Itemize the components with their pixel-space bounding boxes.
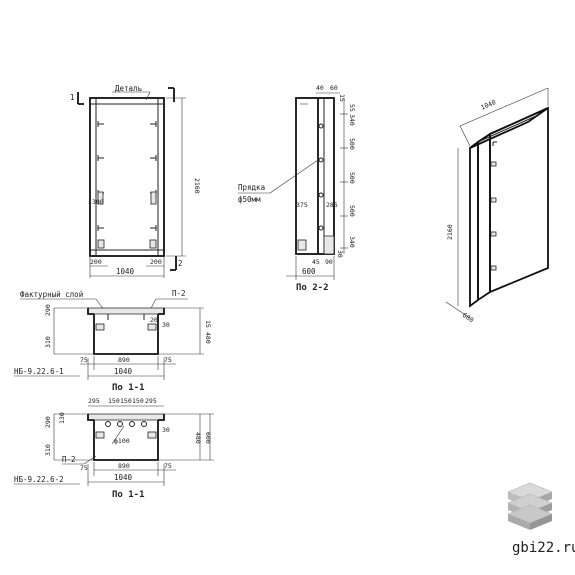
section-1: Фактурный слой П-2 290 310 30 15 480 20 … bbox=[14, 289, 212, 393]
svg-text:340: 340 bbox=[348, 236, 356, 248]
elevation-height-dim: 2160 bbox=[193, 178, 201, 194]
watermark-site: gbi22.ru bbox=[512, 540, 575, 556]
stacked-blocks-icon bbox=[507, 482, 553, 530]
section-1-small-dim: 20 bbox=[150, 316, 158, 324]
iso-inserts bbox=[490, 161, 497, 271]
section-2-top-dim-5: 295 bbox=[145, 397, 157, 405]
side-inner-dim-1: 375 bbox=[296, 201, 308, 209]
section-2-right-dim-2: 480 bbox=[194, 432, 202, 444]
section-2-left-dim-1: 130 bbox=[58, 412, 66, 424]
section-2-top-dim-1: 295 bbox=[88, 397, 100, 405]
iso-height-dim: 2160 bbox=[446, 224, 454, 240]
svg-text:30: 30 bbox=[336, 250, 344, 258]
section-2-width-dim: 1040 bbox=[114, 473, 133, 482]
elevation-dim-right: 200 bbox=[150, 258, 162, 266]
side-top-dim-1: 40 bbox=[316, 84, 324, 92]
side-caption: По 2-2 bbox=[296, 283, 329, 293]
section-1-left-dim-1: 290 bbox=[44, 304, 52, 316]
isometric-view: 1040 2160 600 bbox=[445, 87, 549, 324]
section-2-small-dim: 75 bbox=[80, 464, 88, 472]
svg-text:500: 500 bbox=[348, 205, 356, 217]
svg-text:15: 15 bbox=[338, 94, 346, 102]
section-2-top-dim-3: 150 bbox=[120, 397, 132, 405]
cut-mark-2: 2 bbox=[178, 259, 183, 268]
section-2-caption: По 1-1 bbox=[112, 490, 145, 500]
section-2-top-dim-2: 150 bbox=[108, 397, 120, 405]
elevation-inner-dim: 300 bbox=[92, 198, 104, 206]
iso-depth-dim: 600 bbox=[461, 311, 475, 324]
section-1-width-dim: 1040 bbox=[114, 367, 133, 376]
svg-text:340: 340 bbox=[348, 114, 356, 126]
section-1-left-dim-2: 310 bbox=[44, 336, 52, 348]
section-1-bottom-dim-3: 75 bbox=[164, 356, 172, 364]
section-1-bottom-dim-1: 75 bbox=[80, 356, 88, 364]
front-elevation: Деталь 1 2 2160 200 200 1040 300 bbox=[70, 84, 201, 278]
iso-length-dim: 1040 bbox=[480, 98, 498, 112]
section-2-right-dim-1: 30 bbox=[162, 426, 170, 434]
section-2-right-dim-3: 600 bbox=[204, 432, 212, 444]
cut-mark-1: 1 bbox=[70, 93, 75, 102]
elevation-inserts bbox=[97, 121, 157, 231]
section-2-p2-label: П-2 bbox=[62, 455, 76, 464]
elevation-dim-left: 200 bbox=[90, 258, 102, 266]
side-right-dims: 55 340 500 500 500 340 30 15 bbox=[336, 94, 356, 258]
section-2-bottom-dim-1: 890 bbox=[118, 462, 130, 470]
section-2-left-dim-2: 290 bbox=[44, 416, 52, 428]
side-top-dim-2: 60 bbox=[330, 84, 338, 92]
rod-holes bbox=[318, 123, 324, 231]
section-1-right-dim-1: 30 bbox=[162, 321, 170, 329]
side-width-dim: 600 bbox=[302, 267, 316, 276]
section-1-p2-label: П-2 bbox=[172, 289, 186, 298]
section-2-left-dim-3: 310 bbox=[44, 444, 52, 456]
facing-layer-label: Фактурный слой bbox=[20, 290, 83, 299]
svg-text:500: 500 bbox=[348, 138, 356, 150]
detail-label: Деталь bbox=[115, 84, 142, 93]
side-bottom-dim-1: 45 bbox=[312, 258, 320, 266]
section-1-code: НБ-9.22.6-1 bbox=[14, 367, 64, 376]
section-1-caption: По 1-1 bbox=[112, 383, 145, 393]
section-2-top-dim-4: 150 bbox=[132, 397, 144, 405]
section-1-right-dim-3: 480 bbox=[204, 332, 212, 344]
svg-text:500: 500 bbox=[348, 172, 356, 184]
section-1-bottom-dim-2: 890 bbox=[118, 356, 130, 364]
section-2: 295 150 150 150 295 ф100 130 290 310 30 … bbox=[14, 397, 214, 500]
side-section: 40 60 55 340 500 500 500 340 30 15 375 2… bbox=[238, 84, 356, 293]
side-inner-dim-2: 285 bbox=[326, 201, 338, 209]
rod-label-1: Прядка bbox=[238, 183, 265, 192]
section-2-bottom-dim-2: 75 bbox=[164, 462, 172, 470]
section-1-right-dim-2: 15 bbox=[204, 320, 212, 328]
svg-text:55: 55 bbox=[348, 104, 356, 112]
section-2-holes bbox=[105, 421, 147, 427]
elevation-width-dim: 1040 bbox=[116, 267, 135, 276]
hole-label: ф100 bbox=[114, 437, 130, 445]
section-2-code: НБ-9.22.6-2 bbox=[14, 475, 64, 484]
rod-label-2: ф50мм bbox=[238, 195, 261, 204]
side-bottom-dim-2: 90 bbox=[325, 258, 333, 266]
